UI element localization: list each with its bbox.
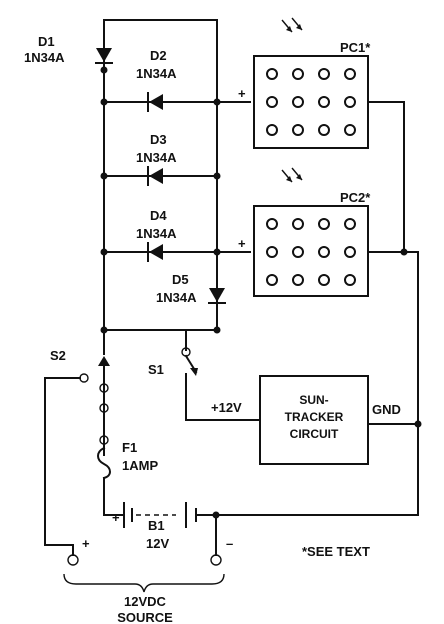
s2-ref: S2: [50, 348, 66, 363]
pc1-cell: [292, 96, 304, 108]
fuse-f1-symbol: [97, 435, 111, 480]
switch-s1-symbol: [181, 347, 198, 376]
pc1-cell: [266, 96, 278, 108]
diode-d1-symbol: [95, 48, 113, 64]
d1-ref: D1: [38, 34, 55, 49]
b1-value: 12V: [146, 536, 169, 551]
diode-d4-symbol: [147, 242, 163, 262]
pc2-plus: +: [238, 236, 246, 251]
pc1-cell: [318, 96, 330, 108]
switch-s2-symbol: [79, 356, 110, 413]
s1-ref: S1: [148, 362, 164, 377]
d3-part: 1N34A: [136, 150, 177, 165]
pc2-cell: [318, 274, 330, 286]
f1-ref: F1: [122, 440, 137, 455]
pc1-cell: [318, 124, 330, 136]
pc2-cell: [344, 218, 356, 230]
source-minus: –: [226, 536, 233, 551]
f1-value: 1AMP: [122, 458, 158, 473]
battery-plus: +: [112, 510, 120, 525]
pc1-cell: [318, 68, 330, 80]
pc1-cell: [344, 68, 356, 80]
pc1-cell: [292, 124, 304, 136]
sun-tracker-box: [259, 375, 369, 465]
tracker-line3: CIRCUIT: [290, 427, 339, 441]
b1-ref: B1: [148, 518, 165, 533]
d2-part: 1N34A: [136, 66, 177, 81]
pc1-cell: [266, 68, 278, 80]
d4-part: 1N34A: [136, 226, 177, 241]
pc1-plus: +: [238, 86, 246, 101]
source-line1: 12VDC: [124, 594, 167, 609]
source-terminals: [63, 554, 225, 593]
pc2-cell: [266, 274, 278, 286]
pc2-cell: [266, 246, 278, 258]
see-text-note: *SEE TEXT: [302, 544, 370, 559]
source-plus: +: [82, 536, 90, 551]
pc2-cell: [292, 274, 304, 286]
pc1-cell: [344, 96, 356, 108]
d3-ref: D3: [150, 132, 167, 147]
tracker-gnd-label: GND: [372, 402, 401, 417]
wires: [44, 19, 419, 556]
tracker-line1: SUN-: [299, 393, 328, 407]
junction-dots: [100, 66, 422, 519]
pc2-cell: [344, 246, 356, 258]
pc1-cell: [344, 124, 356, 136]
diode-d5-symbol: [208, 288, 226, 304]
pc2-ref: PC2*: [340, 190, 371, 205]
pc1-ref: PC1*: [340, 40, 371, 55]
diode-d2-symbol: [147, 92, 163, 112]
pc2-cell: [318, 218, 330, 230]
pc1-panel: [253, 17, 369, 149]
d1-part: 1N34A: [24, 50, 65, 65]
pc2-cell: [344, 274, 356, 286]
source-line2: SOURCE: [117, 610, 173, 624]
d5-part: 1N34A: [156, 290, 197, 305]
diode-d3-symbol: [147, 166, 163, 186]
pc2-panel: [253, 167, 369, 297]
d2-ref: D2: [150, 48, 167, 63]
pc2-cell: [266, 218, 278, 230]
d5-ref: D5: [172, 272, 189, 287]
battery-b1-symbol: [123, 502, 197, 528]
d4-ref: D4: [150, 208, 167, 223]
pc2-cell: [292, 218, 304, 230]
pc2-cell: [318, 246, 330, 258]
tracker-plus-label: +12V: [211, 400, 242, 415]
pc1-cell: [266, 124, 278, 136]
tracker-line2: TRACKER: [285, 410, 344, 424]
pc1-cell: [292, 68, 304, 80]
pc2-cell: [292, 246, 304, 258]
